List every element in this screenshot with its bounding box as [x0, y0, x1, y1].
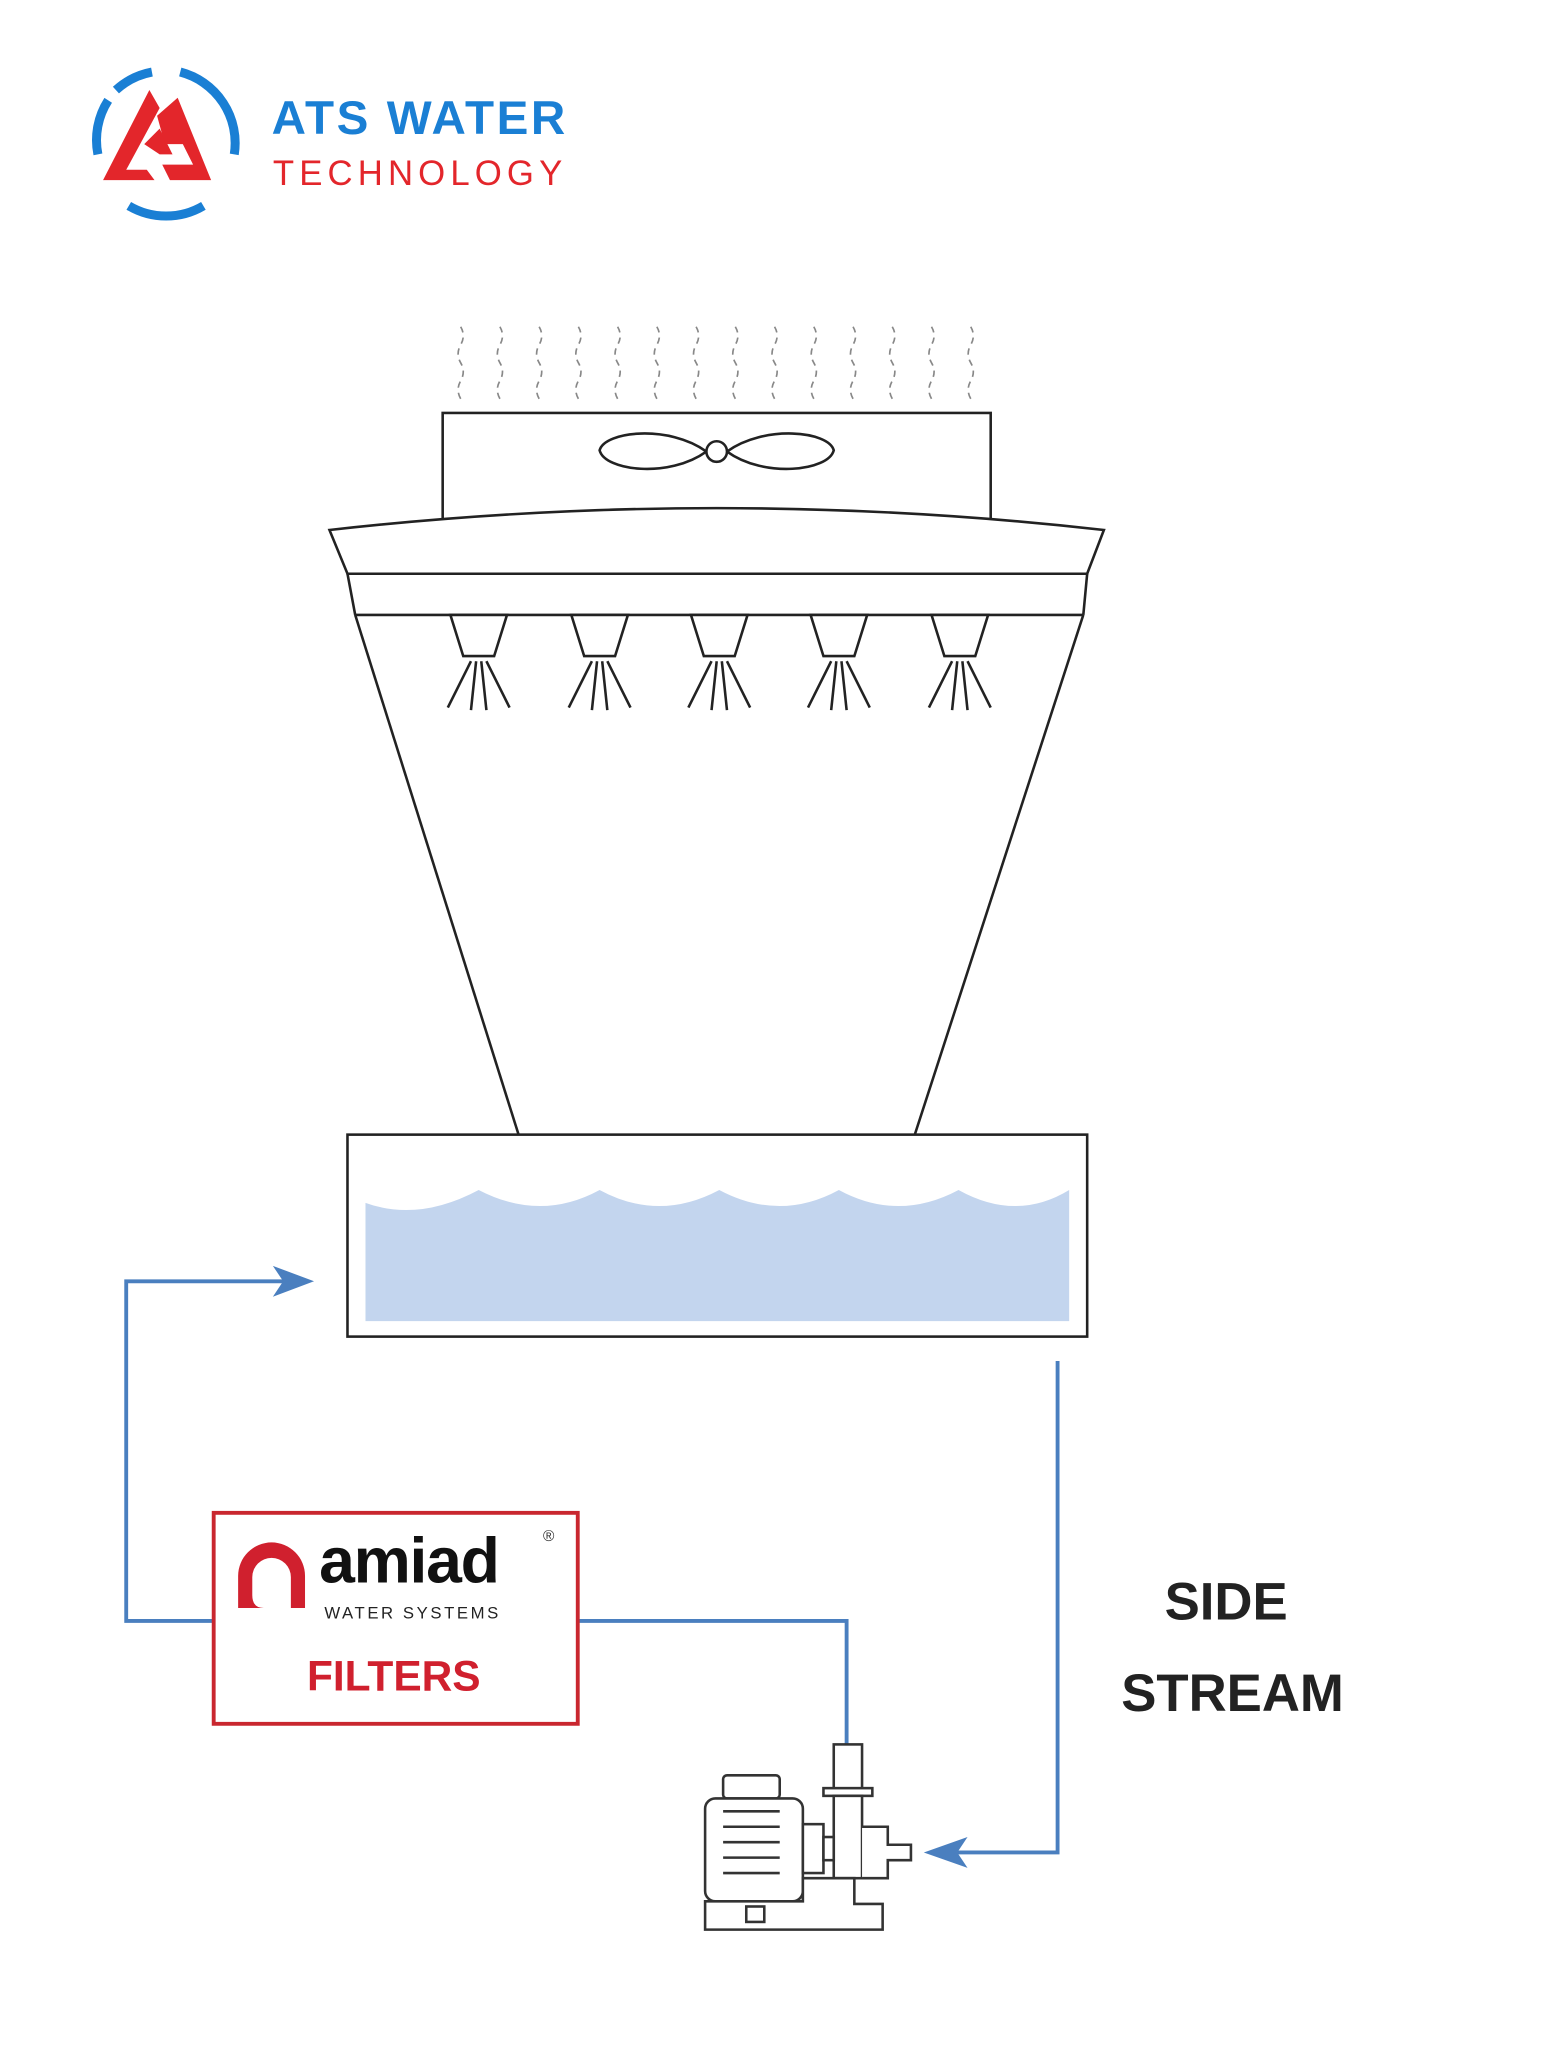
logo-line1: ATS WATER — [272, 92, 568, 145]
amiad-brand: amiad — [319, 1524, 498, 1596]
vapour-line — [849, 326, 857, 400]
amiad-filter: amiad ® WATER SYSTEMS FILTERS — [211, 1510, 580, 1726]
spray-nozzle — [446, 613, 511, 711]
spray-nozzle — [927, 613, 992, 711]
pump-to-filter-pipe — [577, 1618, 849, 1745]
side-stream-line2: STREAM — [1121, 1664, 1344, 1723]
vapour-lines — [457, 326, 975, 400]
vapour-line — [810, 326, 818, 400]
vapour-line — [614, 326, 622, 400]
vapour-line — [535, 326, 543, 400]
vapour-line — [496, 326, 504, 400]
vapour-line — [653, 326, 661, 400]
filters-label: FILTERS — [307, 1652, 481, 1699]
fan-housing — [441, 411, 992, 522]
amiad-sub: WATER SYSTEMS — [324, 1603, 501, 1622]
side-stream-pipe — [949, 1361, 1060, 1855]
spray-nozzle — [806, 613, 871, 711]
vapour-line — [888, 326, 896, 400]
pipes — [124, 1265, 1060, 1868]
vapour-line — [967, 326, 975, 400]
vapour-line — [692, 326, 700, 400]
spray-nozzle — [687, 613, 752, 711]
amiad-logo-mark — [238, 1542, 306, 1609]
ats-logo: ATS WATER TECHNOLOGY — [92, 67, 568, 221]
spray-nozzles — [446, 613, 992, 711]
spray-nozzle — [567, 613, 632, 711]
vapour-line — [771, 326, 778, 400]
arrow-right-icon — [272, 1265, 315, 1297]
logo-line2: TECHNOLOGY — [273, 155, 568, 193]
vapour-line — [574, 326, 582, 400]
arrow-left-icon — [923, 1837, 968, 1868]
side-stream-line1: SIDE — [1165, 1573, 1288, 1632]
pump-icon — [703, 1743, 913, 1931]
basin-water — [365, 1189, 1070, 1322]
fan-icon — [598, 432, 836, 471]
vapour-line — [457, 326, 465, 400]
cooling-tower — [327, 411, 1106, 1338]
vapour-line — [731, 326, 739, 400]
vapour-line — [928, 326, 935, 400]
return-pipe — [124, 1279, 290, 1623]
tower-lid — [327, 506, 1106, 576]
amiad-registered: ® — [543, 1528, 555, 1545]
